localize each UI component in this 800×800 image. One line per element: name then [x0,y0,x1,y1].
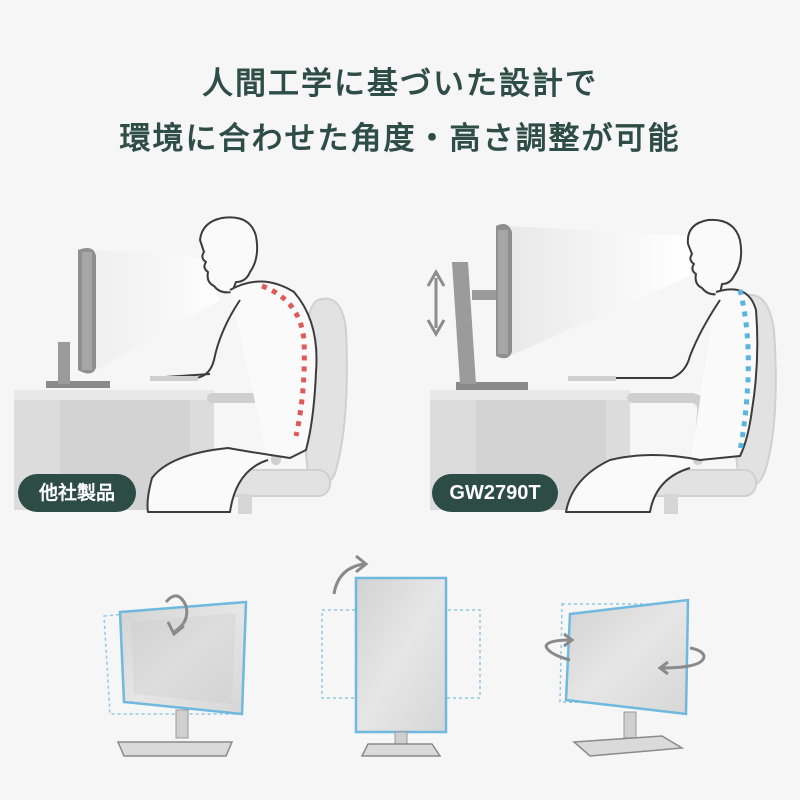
badge-other-product: 他社製品 [18,474,136,512]
keyboard [150,376,198,381]
swivel-arrow-icon [544,632,706,676]
height-adjust-arrow-icon [426,268,446,338]
pivot-arrow-icon [332,554,369,595]
pivot-monitor [321,554,481,757]
view-beam [510,226,690,356]
tilt-arrow-icon [164,594,189,637]
keyboard [568,376,616,381]
spine-straight [737,289,751,451]
badge-gw2790t: GW2790T [432,474,558,512]
person-upright [565,218,759,513]
monitor-gw2790t [452,224,528,390]
spine-curved [261,283,307,437]
headline-line-1: 人間工学に基づいた設計で [202,66,598,102]
view-beam [96,250,220,370]
person-hunched [146,216,318,513]
swivel-monitor [544,598,706,757]
scene-other-product [14,216,348,514]
scene-gw2790t [426,218,777,514]
headline-line-2: 環境に合わせた角度・高さ調整が可能 [119,121,681,157]
monitor-other [46,248,110,388]
tilt-monitor [103,594,248,757]
